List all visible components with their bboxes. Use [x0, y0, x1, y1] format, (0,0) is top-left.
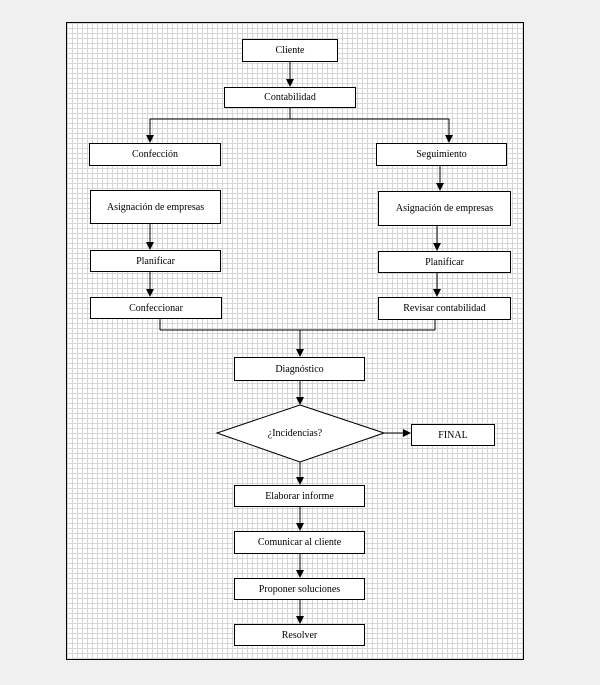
node-planificar-right: Planificar: [378, 251, 511, 273]
node-diagnostico: Diagnóstico: [234, 357, 365, 381]
node-resolver: Resolver: [234, 624, 365, 646]
node-planificar-left: Planificar: [90, 250, 221, 272]
node-revisar-contabilidad: Revisar contabilidad: [378, 297, 511, 320]
node-confeccionar: Confeccionar: [90, 297, 222, 319]
node-asignacion-left: Asignación de empresas: [90, 190, 221, 224]
node-elaborar-informe: Elaborar informe: [234, 485, 365, 507]
node-confeccion: Confección: [89, 143, 221, 166]
incidencias-label: ¿Incidencias?: [267, 427, 323, 439]
node-proponer-soluciones: Proponer soluciones: [234, 578, 365, 600]
node-contabilidad: Contabilidad: [224, 87, 356, 108]
node-cliente: Cliente: [242, 39, 338, 62]
diagram-frame: [66, 22, 524, 660]
node-final: FINAL: [411, 424, 495, 446]
node-comunicar-cliente: Comunicar al cliente: [234, 531, 365, 554]
node-seguimiento: Seguimiento: [376, 143, 507, 166]
node-asignacion-right: Asignación de empresas: [378, 191, 511, 226]
